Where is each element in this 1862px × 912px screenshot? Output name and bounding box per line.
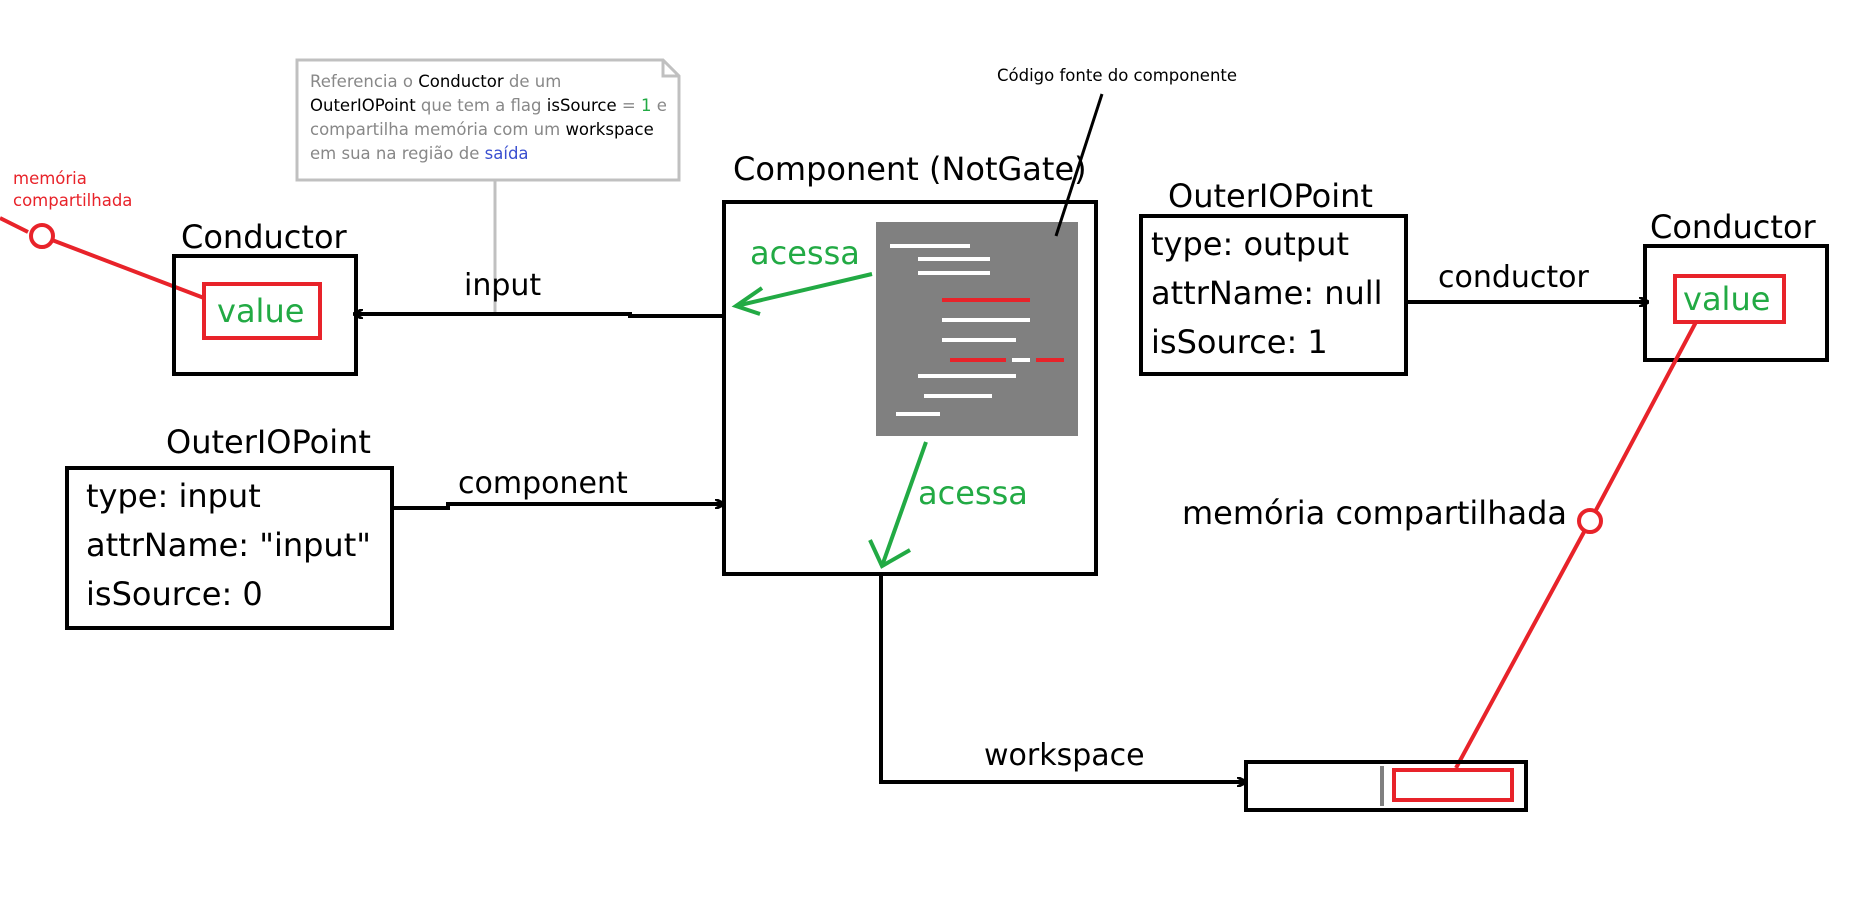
outer-io-output-props: type: output attrName: null isSource: 1 <box>1151 220 1383 367</box>
conductor-right-value-box <box>1673 274 1786 324</box>
note-text: Referencia o Conductor de um OuterIOPoin… <box>310 70 667 166</box>
shared-memory-node-right <box>1577 508 1603 534</box>
component-box <box>722 200 1098 576</box>
edge-input-arrow <box>354 314 724 316</box>
shared-memory-label-left: memória compartilhada <box>13 168 132 212</box>
shared-memory-label-right: memória compartilhada <box>1182 494 1567 532</box>
edge-component-arrow <box>392 504 724 510</box>
edge-label-component: component <box>458 466 628 501</box>
access-label-upper: acessa <box>750 234 860 272</box>
shared-memory-link-left <box>51 238 205 300</box>
note-line-4: em sua na região de saída <box>310 144 529 163</box>
shared-memory-node-left <box>29 223 55 249</box>
edge-workspace-arrow <box>879 574 1246 782</box>
outer-io-input-attr: attrName: "input" <box>86 526 371 564</box>
workspace-box <box>1244 760 1528 812</box>
note-line-3: compartilha memória com um workspace <box>310 120 654 139</box>
edge-label-workspace: workspace <box>984 738 1145 773</box>
outer-io-input-source: isSource: 0 <box>86 575 263 613</box>
outer-io-output-type: type: output <box>1151 225 1349 263</box>
edge-label-conductor: conductor <box>1438 260 1589 295</box>
workspace-output-region <box>1392 768 1514 802</box>
note-fold <box>661 60 679 78</box>
conductor-right-title: Conductor <box>1650 208 1816 246</box>
note-box <box>295 58 681 182</box>
access-arrow-lower <box>868 441 928 569</box>
access-label-lower: acessa <box>918 474 1028 512</box>
conductor-left-value: value <box>217 292 305 330</box>
outer-io-output-box <box>1139 214 1408 376</box>
shared-memory-label-left-line2: compartilhada <box>13 191 133 210</box>
note-line-2: OuterIOPoint que tem a flag isSource = 1… <box>310 96 667 115</box>
outer-io-input-props: type: input attrName: "input" isSource: … <box>86 472 371 619</box>
component-title: Component (NotGate) <box>733 150 1087 188</box>
code-source-pointer <box>1054 93 1104 237</box>
outer-io-input-title: OuterIOPoint <box>166 423 371 461</box>
outer-io-output-attr: attrName: null <box>1151 274 1383 312</box>
shared-memory-label-left-line1: memória <box>13 169 87 188</box>
shared-memory-link-right-bottom <box>1454 531 1586 769</box>
outer-io-output-title: OuterIOPoint <box>1168 177 1373 215</box>
conductor-right-box <box>1643 244 1829 362</box>
code-source-label: Código fonte do componente <box>997 66 1238 85</box>
outer-io-input-type: type: input <box>86 477 261 515</box>
shared-memory-link-right-top <box>1594 321 1698 511</box>
shared-memory-line-left <box>0 216 29 234</box>
code-lines <box>890 244 1064 416</box>
outer-io-output-source: isSource: 1 <box>1151 323 1328 361</box>
code-image <box>876 222 1078 436</box>
access-arrow-upper <box>731 272 873 316</box>
conductor-right-value: value <box>1683 280 1771 318</box>
outer-io-input-box <box>65 466 394 630</box>
conductor-left-title: Conductor <box>181 218 347 256</box>
conductor-left-value-box <box>202 282 322 340</box>
note-line-1: Referencia o Conductor de um <box>310 72 562 91</box>
edge-label-input: input <box>464 268 542 303</box>
